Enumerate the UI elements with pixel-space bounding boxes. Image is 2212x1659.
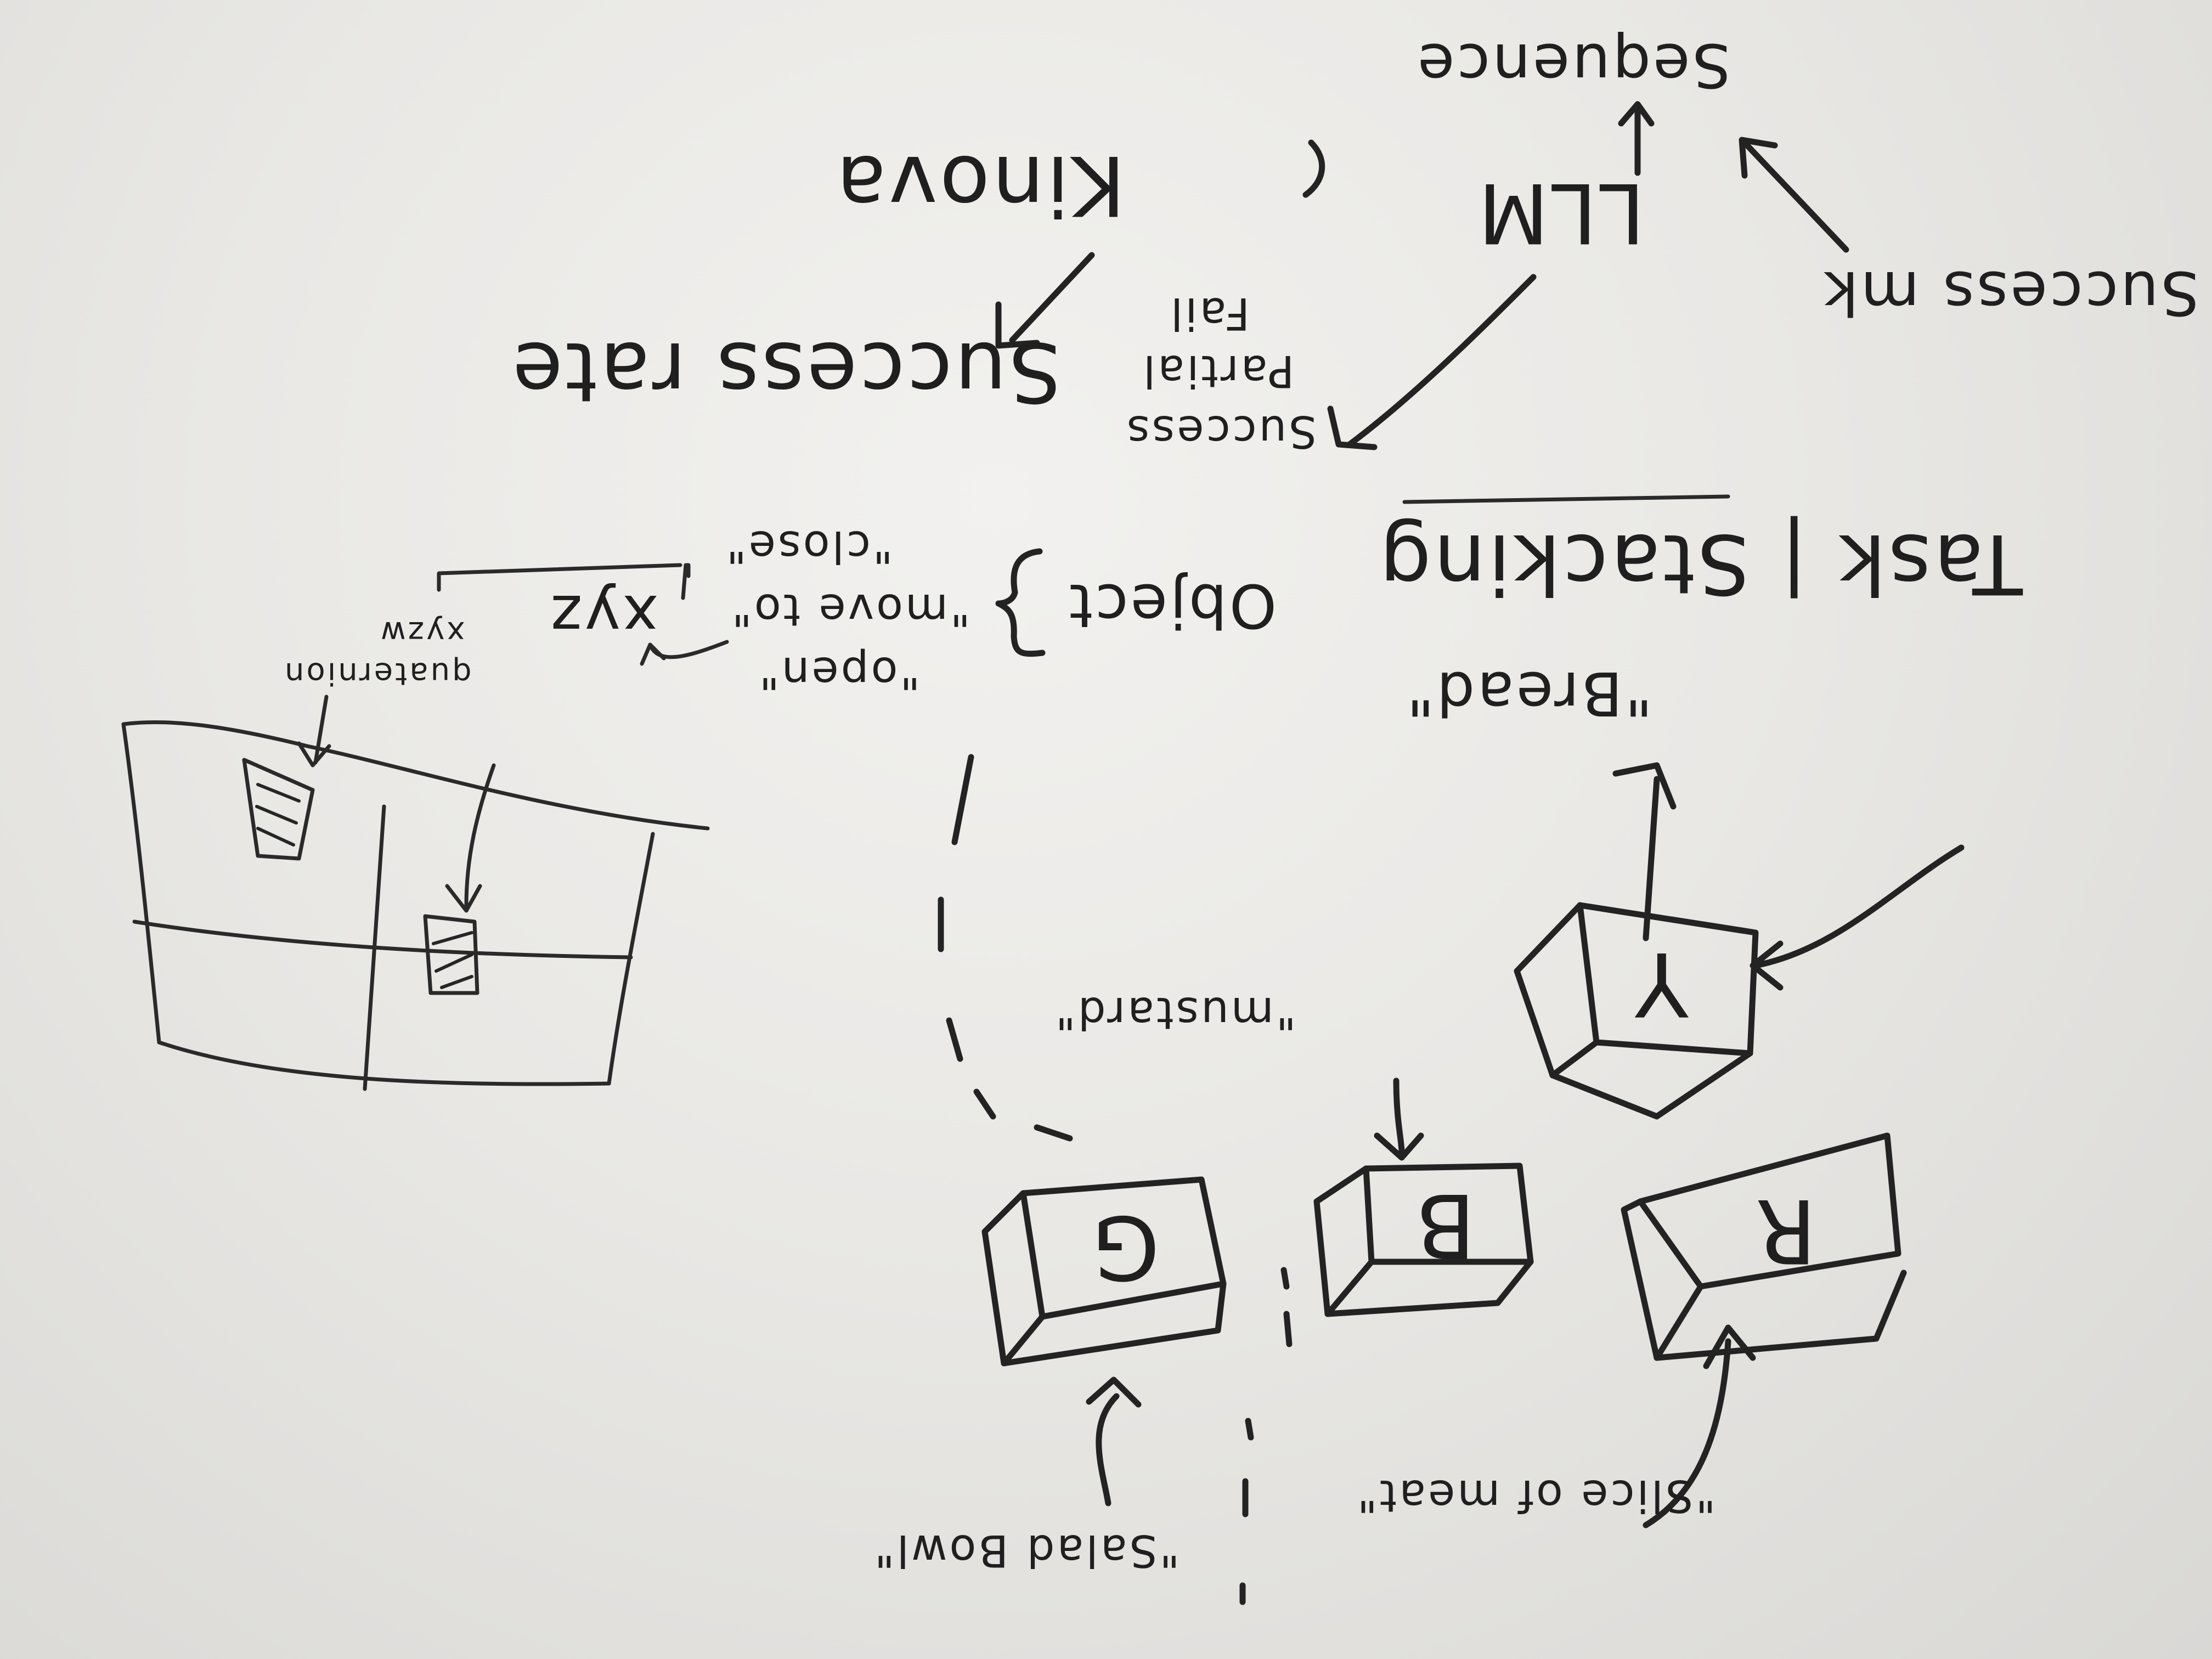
label-xyz: xyz [549, 582, 658, 652]
dashed-divider [938, 754, 1293, 1605]
kinova-to-successrate-arrow-head [995, 301, 1040, 349]
kinova-to-successrate-arrow [1009, 252, 1095, 343]
xyz-bracket-top [437, 563, 682, 592]
success-to-sequence-arrow [1741, 139, 1849, 253]
label-success-rate: Success rate [510, 324, 1062, 419]
grid-sketch [121, 695, 710, 1091]
cube-y-letter: Y [1635, 933, 1689, 1035]
label-sequence: Sequence [1415, 30, 1731, 100]
label-object: Object [1067, 571, 1277, 641]
label-success-mk: Success mk [1821, 258, 2199, 328]
llm-to-success-arrow [1346, 274, 1537, 448]
label-success-score: Success [1125, 406, 1317, 457]
cube-b-drawing [1313, 1077, 1534, 1317]
success-to-sequence-arrow-head [1739, 137, 1778, 179]
label-move-to: "move to" [730, 584, 970, 635]
label-salad-bowl: "Salad Bowl" [872, 1525, 1180, 1576]
label-quaternion: quaternion [283, 656, 472, 691]
task-stacking-overline [1402, 494, 1730, 504]
label-slice-of-meat: "Slice of meat" [1355, 1470, 1716, 1521]
label-bread: "Bread" [1404, 658, 1653, 729]
cube-g-drawing [981, 1176, 1227, 1506]
label-partial: Partial [1141, 346, 1295, 397]
label-xyzw: xyzw [379, 614, 465, 650]
cube-r-letter: R [1756, 1180, 1817, 1282]
label-task-stacking: Task | Stacking [1377, 516, 2023, 611]
label-mustard: "mustard" [1053, 988, 1296, 1039]
cube-g-letter: G [1092, 1196, 1160, 1299]
llm-to-sequence-arrow-head [1618, 101, 1655, 127]
xyz-bracket [681, 563, 691, 600]
llm-to-success-arrow-head [1327, 405, 1378, 450]
object-brace [995, 548, 1046, 657]
bracket-mark [1302, 139, 1325, 198]
label-fail: Fail [1169, 288, 1250, 339]
cube-b-letter: B [1415, 1174, 1476, 1277]
cube-r-drawing [1621, 1132, 1907, 1528]
label-kinova: Kinova [834, 137, 1126, 233]
label-close: "close" [724, 521, 893, 572]
xyz-pointer-head [640, 642, 666, 666]
cube-y-drawing [1514, 762, 1965, 1120]
label-llm: LLM [1476, 165, 1645, 260]
label-open: "open" [757, 647, 921, 698]
